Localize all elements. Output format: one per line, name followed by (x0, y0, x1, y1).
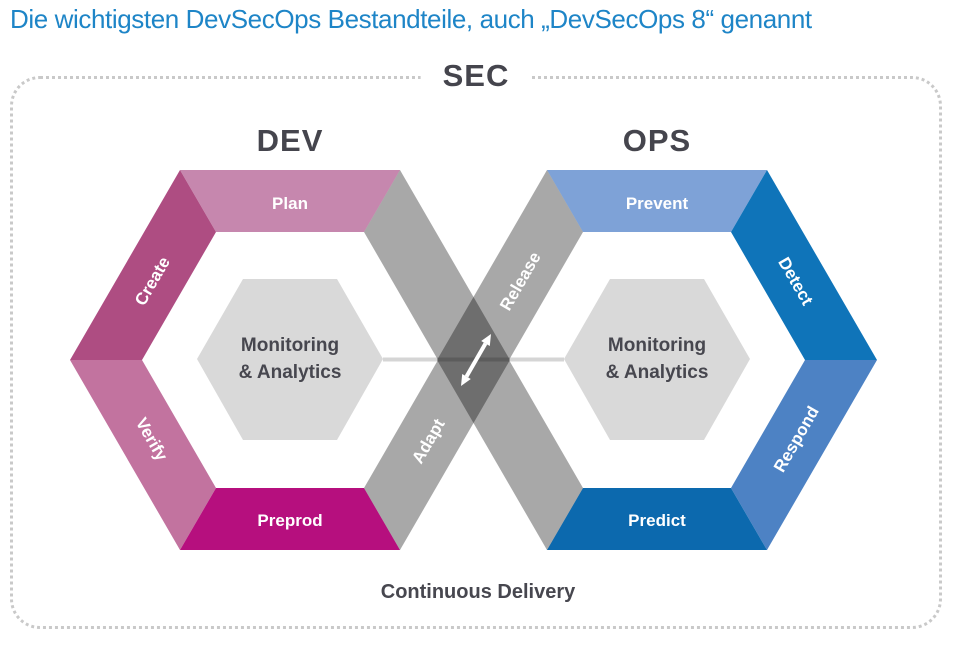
page-title: Die wichtigsten DevSecOps Bestandteile, … (10, 4, 812, 34)
gray-band-upper-left (364, 170, 510, 360)
preprod-label: Preprod (257, 511, 322, 530)
sync-arrow-shaft (464, 342, 488, 378)
respond-segment (731, 360, 877, 550)
diagram-frame: SEC (10, 58, 942, 629)
verify-segment (70, 360, 216, 550)
sync-arrow-icon (461, 334, 491, 386)
dev-center-hexagon (197, 279, 383, 440)
plan-segment (180, 170, 400, 232)
adapt-band-segment (364, 360, 510, 550)
prevent-segment (547, 170, 767, 232)
dev-heading: DEV (257, 123, 324, 158)
predict-segment (547, 488, 767, 550)
continuous-delivery-label: Continuous Delivery (381, 581, 576, 603)
detect-segment (731, 170, 877, 360)
create-segment (70, 170, 216, 360)
sync-arrow-head-up (481, 334, 491, 346)
plan-label: Plan (272, 194, 308, 213)
dev-monitoring-label-line2: & Analytics (239, 362, 342, 383)
ops-center-hexagon (564, 279, 750, 440)
ops-monitoring-label-line1: Monitoring (608, 335, 706, 356)
predict-label: Predict (628, 511, 686, 530)
preprod-segment (180, 488, 400, 550)
sec-label: SEC (420, 58, 532, 94)
release-band-segment (437, 170, 583, 360)
dev-monitoring-label-line1: Monitoring (241, 335, 339, 356)
sync-arrow-head-down (461, 374, 471, 386)
prevent-label: Prevent (626, 194, 689, 213)
gray-band-lower-right (437, 360, 583, 550)
ops-heading: OPS (623, 123, 691, 158)
ops-monitoring-label-line2: & Analytics (606, 362, 709, 383)
